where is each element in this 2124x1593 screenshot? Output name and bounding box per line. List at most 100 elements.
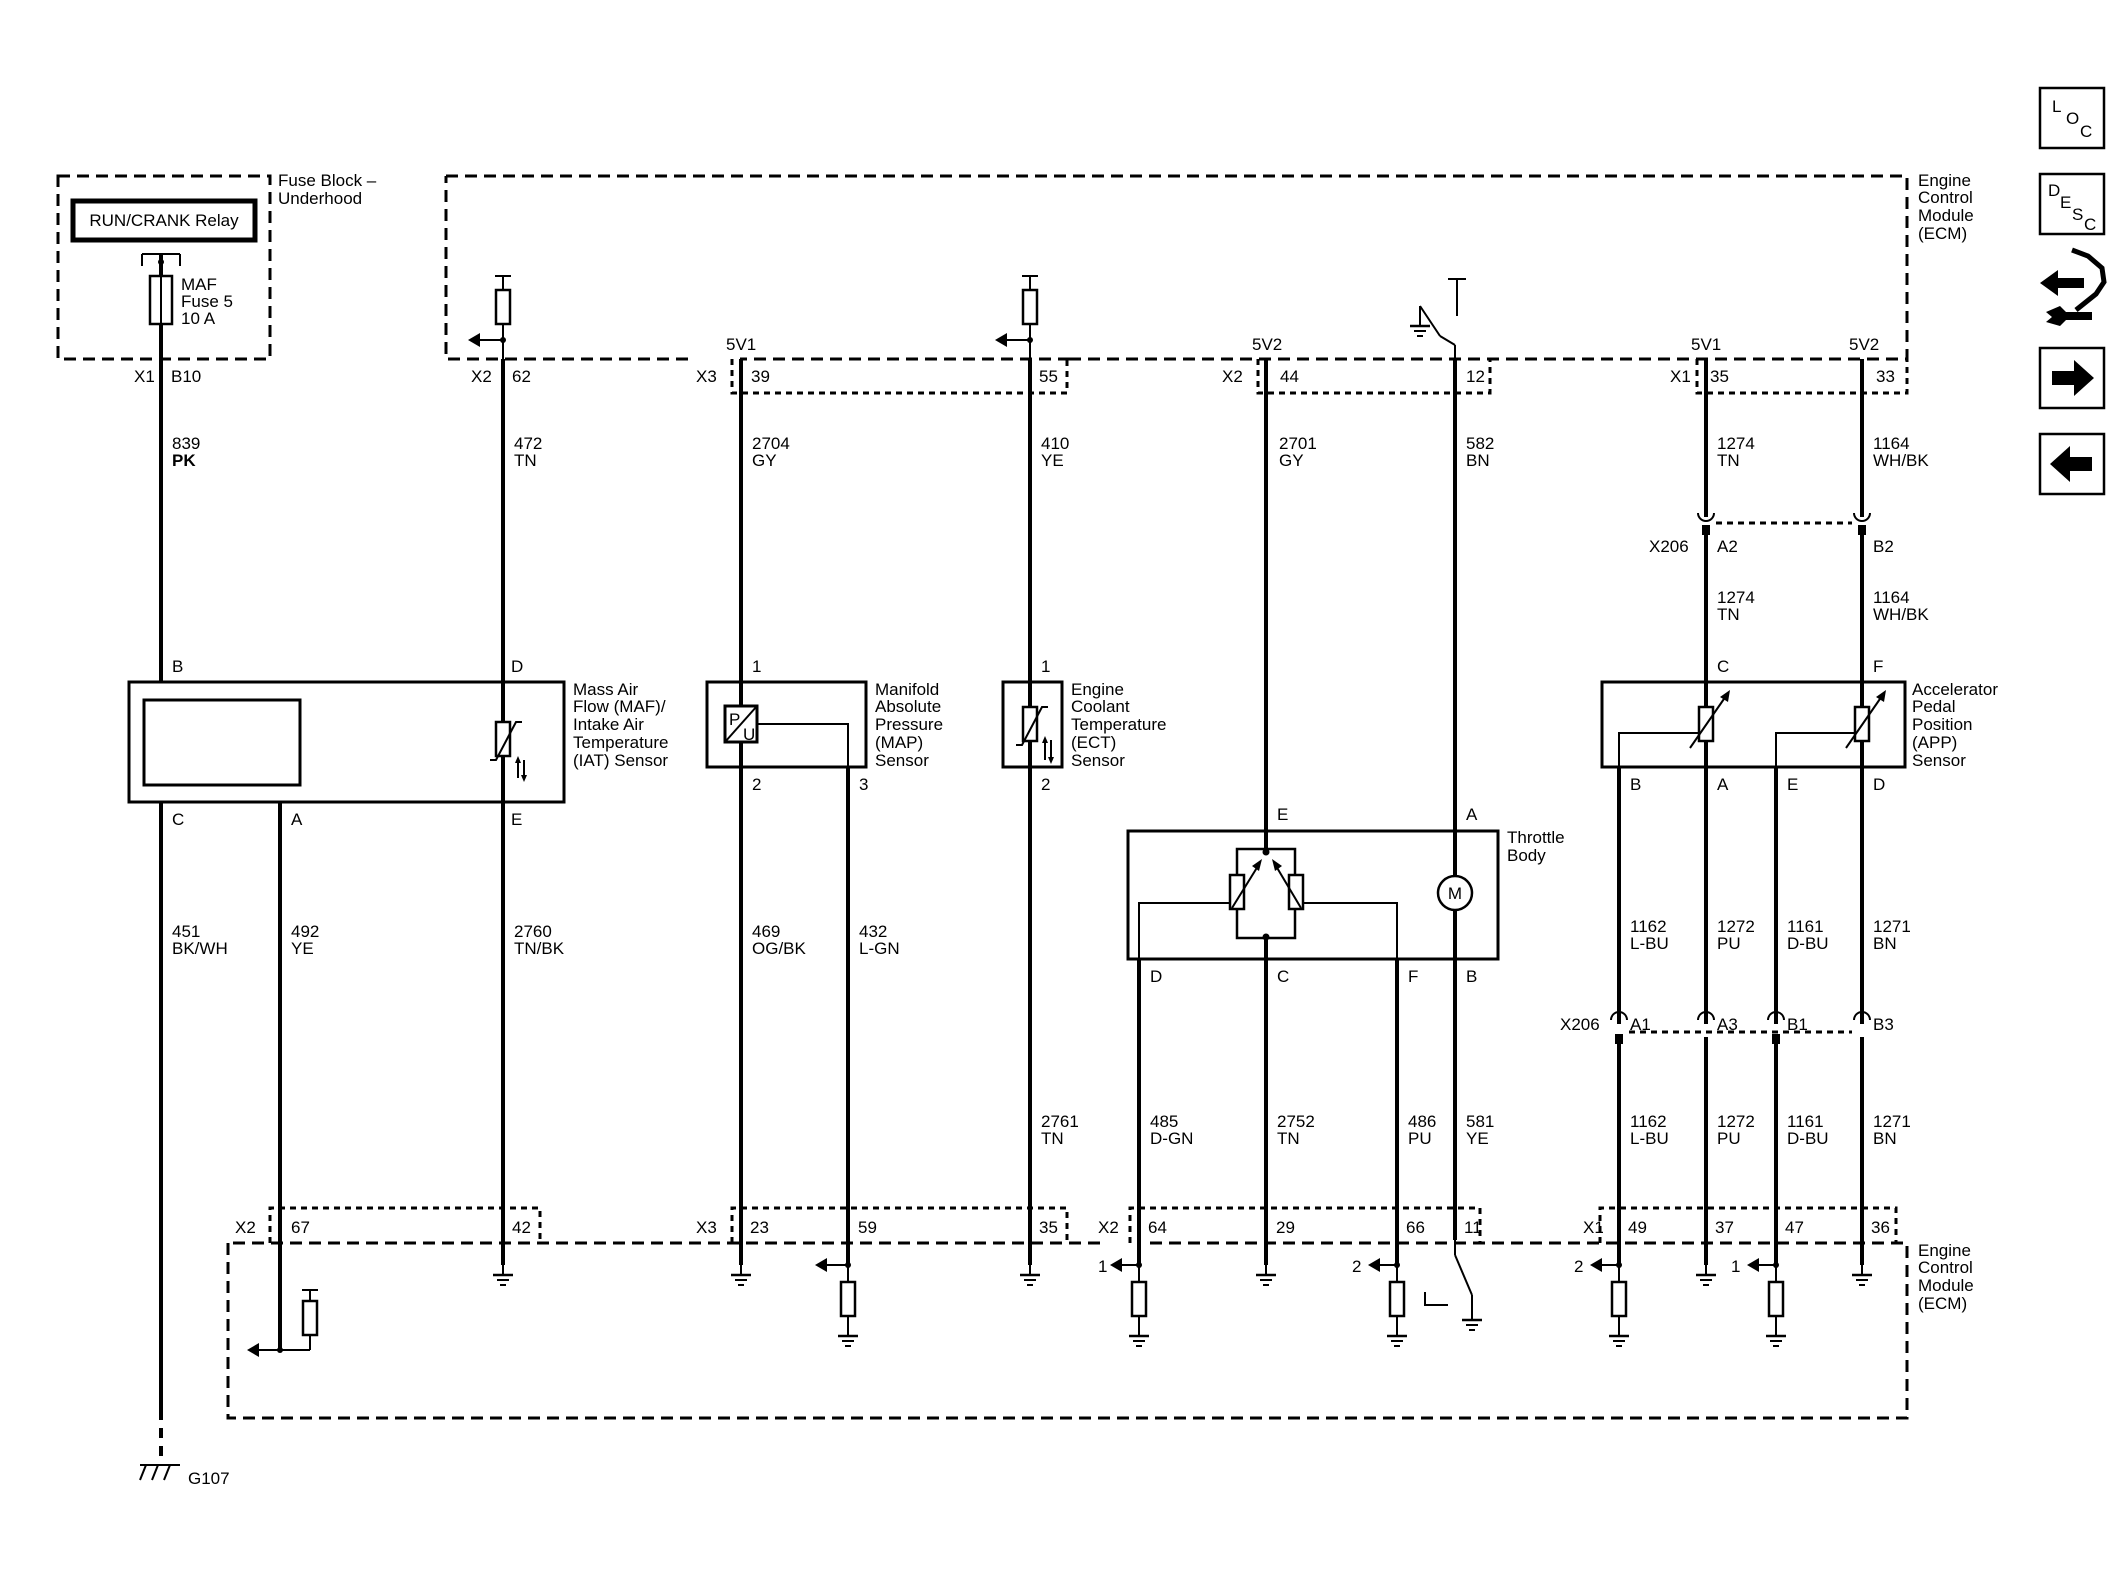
svg-text:BK/WH: BK/WH <box>172 939 228 958</box>
ecm-pin-12-switch <box>1408 278 1466 360</box>
svg-text:D-BU: D-BU <box>1787 1129 1829 1148</box>
svg-text:(ECT): (ECT) <box>1071 733 1116 752</box>
svg-text:1164: 1164 <box>1873 588 1910 607</box>
svg-text:1: 1 <box>1041 657 1050 676</box>
svg-text:MAF: MAF <box>181 275 217 294</box>
ecm-pin-62-circuit <box>468 275 512 360</box>
svg-text:485: 485 <box>1150 1112 1178 1131</box>
svg-text:29: 29 <box>1276 1218 1295 1237</box>
nav-connector-tools-icon[interactable] <box>2040 247 2107 326</box>
bottom-connector-labels: X2 67 42 X3 23 59 35 X2 64 29 66 11 X1 4… <box>235 1218 1890 1237</box>
svg-text:TN: TN <box>1717 605 1740 624</box>
svg-text:E: E <box>1277 805 1288 824</box>
run-crank-relay <box>70 198 258 243</box>
svg-text:(ECM): (ECM) <box>1918 1294 1967 1313</box>
svg-text:TN: TN <box>1041 1129 1064 1148</box>
svg-text:A: A <box>1717 775 1729 794</box>
svg-text:5V1: 5V1 <box>726 335 756 354</box>
svg-text:1274: 1274 <box>1717 434 1755 453</box>
svg-text:33: 33 <box>1876 367 1895 386</box>
svg-text:2: 2 <box>1041 775 1050 794</box>
ect-sensor-label: Engine <box>1071 680 1124 699</box>
svg-text:E: E <box>2060 193 2071 212</box>
svg-text:X1: X1 <box>1583 1218 1604 1237</box>
nav-description-button[interactable]: D E S C <box>2038 172 2106 236</box>
throttle-body: M E A D C F B Throttle Body <box>1126 805 1565 986</box>
svg-text:C: C <box>2084 215 2096 234</box>
svg-text:YE: YE <box>291 939 314 958</box>
svg-text:1271: 1271 <box>1873 917 1911 936</box>
svg-text:35: 35 <box>1710 367 1729 386</box>
arrow-left-icon <box>2050 446 2092 482</box>
svg-text:12: 12 <box>1466 367 1485 386</box>
svg-text:X2: X2 <box>1222 367 1243 386</box>
svg-text:(APP): (APP) <box>1912 733 1957 752</box>
svg-text:X1: X1 <box>1670 367 1691 386</box>
wire-labels-mid: 451 BK/WH 492 YE 2760 TN/BK 469 OG/BK 43… <box>172 917 1911 958</box>
svg-text:35: 35 <box>1039 1218 1058 1237</box>
svg-text:Sensor: Sensor <box>875 751 929 770</box>
svg-text:Intake Air: Intake Air <box>573 715 644 734</box>
svg-text:B2: B2 <box>1873 537 1894 556</box>
map-sensor: P U 1 2 3 Manifold Absolute Pressure (MA… <box>705 657 943 794</box>
svg-text:Temperature: Temperature <box>573 733 668 752</box>
svg-text:1274: 1274 <box>1717 588 1755 607</box>
svg-text:1161: 1161 <box>1787 1112 1824 1131</box>
relay-label: RUN/CRANK Relay <box>89 211 239 230</box>
g107-label: G107 <box>188 1469 230 1488</box>
svg-text:3: 3 <box>859 775 868 794</box>
svg-text:Module: Module <box>1918 1276 1974 1295</box>
map-sensor-label: Manifold <box>875 680 939 699</box>
svg-text:472: 472 <box>514 434 542 453</box>
svg-text:486: 486 <box>1408 1112 1436 1131</box>
svg-text:62: 62 <box>512 367 531 386</box>
svg-text:YE: YE <box>1041 451 1064 470</box>
svg-text:B1: B1 <box>1787 1015 1808 1034</box>
svg-text:2: 2 <box>752 775 761 794</box>
svg-text:1161: 1161 <box>1787 917 1824 936</box>
arrow-right-icon <box>2052 360 2094 396</box>
svg-text:Pedal: Pedal <box>1912 697 1955 716</box>
svg-text:1: 1 <box>752 657 761 676</box>
svg-text:X2: X2 <box>235 1218 256 1237</box>
svg-text:TN: TN <box>1277 1129 1300 1148</box>
nav-next-button[interactable] <box>2038 346 2106 410</box>
nav-previous-button[interactable] <box>2038 432 2106 496</box>
svg-text:(IAT) Sensor: (IAT) Sensor <box>573 751 668 770</box>
svg-text:23: 23 <box>750 1218 769 1237</box>
svg-text:64: 64 <box>1148 1218 1167 1237</box>
svg-text:10 A: 10 A <box>181 309 216 328</box>
svg-text:PK: PK <box>172 451 196 470</box>
svg-text:B: B <box>1466 967 1477 986</box>
ect-sensor: 1 2 Engine Coolant Temperature (ECT) Sen… <box>1001 657 1166 794</box>
svg-text:C: C <box>2080 122 2092 141</box>
svg-text:410: 410 <box>1041 434 1069 453</box>
svg-text:(ECM): (ECM) <box>1918 224 1967 243</box>
top-connector-labels: X1 B10 X2 62 X3 39 55 X2 44 12 X1 35 33 … <box>134 335 1895 386</box>
svg-text:F: F <box>1873 657 1883 676</box>
svg-text:L-BU: L-BU <box>1630 1129 1669 1148</box>
svg-text:D-BU: D-BU <box>1787 934 1829 953</box>
svg-text:1: 1 <box>1731 1257 1740 1276</box>
ecm-bottom-circuits: 1 2 2 1 <box>247 1240 1874 1357</box>
maf-iat-sensor: B D C A E Mass Air Flow (MAF)/ Intake Ai… <box>127 657 668 829</box>
svg-text:Fuse 5: Fuse 5 <box>181 292 233 311</box>
svg-text:PU: PU <box>1408 1129 1432 1148</box>
svg-text:A3: A3 <box>1717 1015 1738 1034</box>
svg-text:49: 49 <box>1628 1218 1647 1237</box>
svg-text:O: O <box>2066 109 2079 128</box>
svg-text:492: 492 <box>291 922 319 941</box>
svg-text:M: M <box>1448 884 1462 903</box>
svg-text:11: 11 <box>1464 1218 1482 1237</box>
nav-location-button[interactable]: L O C <box>2038 86 2106 150</box>
ecm-pin-55-circuit <box>995 275 1039 360</box>
svg-text:1: 1 <box>1098 1257 1107 1276</box>
svg-text:Sensor: Sensor <box>1912 751 1966 770</box>
svg-text:GY: GY <box>1279 451 1304 470</box>
svg-text:A: A <box>291 810 303 829</box>
fuse-block: Fuse Block – Underhood RUN/CRANK Relay M… <box>56 171 377 361</box>
svg-text:A1: A1 <box>1630 1015 1651 1034</box>
svg-text:F: F <box>1408 967 1418 986</box>
svg-text:469: 469 <box>752 922 780 941</box>
svg-text:5V2: 5V2 <box>1252 335 1282 354</box>
